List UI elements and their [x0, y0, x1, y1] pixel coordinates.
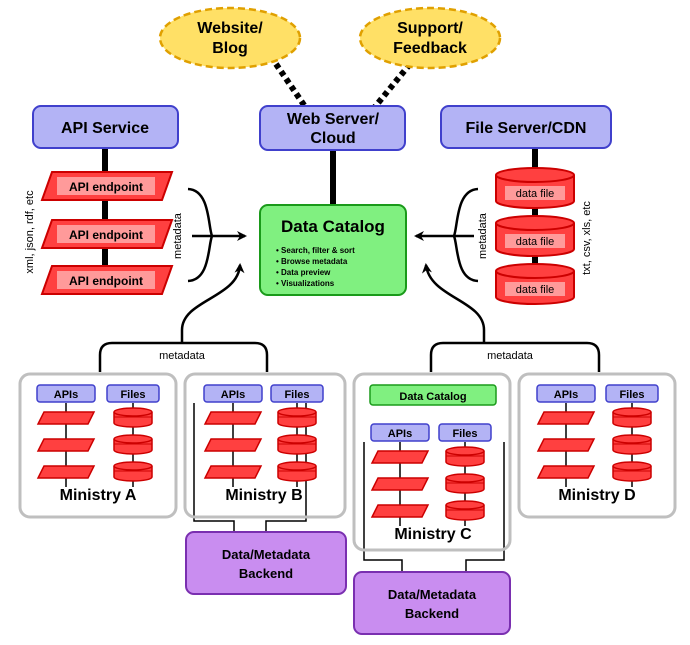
catalog-bullet-4: • Visualizations — [276, 279, 335, 288]
catalog-bullet-3: • Data preview — [276, 268, 331, 277]
mini-data-file — [277, 461, 317, 482]
api-formats-label: xml, json, rdf, etc — [24, 190, 36, 274]
data-file-label: data file — [516, 188, 555, 200]
mini-api-endpoint — [536, 465, 596, 479]
mini-data-file — [612, 461, 652, 482]
mini-data-file — [612, 434, 652, 455]
web-server-box: Web Server/ Cloud — [259, 105, 406, 151]
data-file-1: data file — [495, 167, 575, 209]
mini-api-endpoint — [203, 438, 263, 452]
ministry-a-apis-header-label: APIs — [54, 389, 78, 401]
ministry-d-name: Ministry D — [558, 487, 635, 504]
ministry-b-apis-header: APIs — [203, 384, 263, 403]
support-feedback-node: Support/ Feedback — [358, 6, 502, 70]
mini-data-file — [445, 500, 485, 521]
data-file-label: data file — [516, 236, 555, 248]
ministry-c-catalog-box: Data Catalog — [369, 384, 497, 406]
api-service-box: API Service — [32, 105, 179, 149]
api-service-label: API Service — [61, 120, 149, 137]
api-endpoint-3: API endpoint — [40, 265, 174, 295]
mini-data-file — [277, 407, 317, 428]
data-file-2: data file — [495, 215, 575, 257]
bottom-left-metadata-label: metadata — [159, 350, 206, 362]
api-endpoint-label: API endpoint — [69, 180, 143, 194]
website-label-line1: Website/ — [197, 20, 263, 37]
api-endpoint-2: API endpoint — [40, 219, 174, 249]
support-label-line1: Support/ — [397, 20, 463, 37]
catalog-bullet-1: • Search, filter & sort — [276, 246, 355, 255]
ministry-b-name: Ministry B — [225, 487, 302, 504]
ministry-c-apis-header-label: APIs — [388, 428, 412, 440]
backend-b-line2: Backend — [239, 566, 293, 581]
api-endpoint-label: API endpoint — [69, 228, 143, 242]
ministry-b-apis-header-label: APIs — [221, 389, 245, 401]
web-server-label-line2: Cloud — [310, 130, 355, 147]
mini-data-file — [113, 461, 153, 482]
right-metadata-label: metadata — [477, 212, 489, 259]
data-catalog-title: Data Catalog — [281, 217, 385, 236]
ministry-d-files-header-label: Files — [619, 389, 644, 401]
mini-api-endpoint — [370, 477, 430, 491]
catalog-bullet-2: • Browse metadata — [276, 257, 348, 266]
web-server-label-line1: Web Server/ — [287, 111, 380, 128]
backend-box-c: Data/Metadata Backend — [353, 571, 511, 635]
mini-data-file — [612, 407, 652, 428]
ministry-c-files-header: Files — [438, 423, 492, 442]
support-link — [371, 62, 413, 110]
mini-data-file — [113, 407, 153, 428]
mini-data-file — [277, 434, 317, 455]
api-endpoint-label: API endpoint — [69, 274, 143, 288]
ministry-d-apis-header-label: APIs — [554, 389, 578, 401]
backend-box-b: Data/Metadata Backend — [185, 531, 347, 595]
backend-b-line1: Data/Metadata — [222, 547, 311, 562]
mini-api-endpoint — [536, 411, 596, 425]
website-link — [273, 62, 309, 110]
ministry-c-files-header-label: Files — [452, 428, 477, 440]
data-file-label: data file — [516, 284, 555, 296]
website-label-line2: Blog — [212, 40, 248, 57]
ministry-d-files-header: Files — [605, 384, 659, 403]
support-label-line2: Feedback — [393, 40, 467, 57]
mini-api-endpoint — [36, 438, 96, 452]
mini-data-file — [445, 473, 485, 494]
data-catalog-box: Data Catalog • Search, filter & sort • B… — [259, 204, 407, 296]
ministry-a-files-header: Files — [106, 384, 160, 403]
mini-api-endpoint — [370, 450, 430, 464]
mini-api-endpoint — [36, 411, 96, 425]
api-endpoint-1: API endpoint — [40, 171, 174, 201]
ministry-b-files-header: Files — [270, 384, 324, 403]
data-file-3: data file — [495, 263, 575, 305]
file-server-box: File Server/CDN — [440, 105, 612, 149]
mini-api-endpoint — [203, 411, 263, 425]
ministry-d-frame — [517, 372, 677, 519]
ministry-c-name: Ministry C — [394, 526, 472, 543]
ministry-c-catalog-label: Data Catalog — [399, 391, 466, 403]
ministry-c-frame — [352, 372, 512, 552]
left-metadata-label: metadata — [172, 212, 184, 259]
mini-api-endpoint — [536, 438, 596, 452]
bottom-right-metadata-label: metadata — [487, 350, 534, 362]
mini-api-endpoint — [370, 504, 430, 518]
backend-c-line1: Data/Metadata — [388, 587, 477, 602]
ministry-b-files-header-label: Files — [284, 389, 309, 401]
file-formats-label: txt, csv, xls, etc — [581, 201, 593, 275]
ministry-b-frame — [183, 372, 347, 519]
ministry-d-apis-header: APIs — [536, 384, 596, 403]
mini-data-file — [113, 434, 153, 455]
ministry-a-name: Ministry A — [60, 487, 137, 504]
mini-api-endpoint — [36, 465, 96, 479]
website-blog-node: Website/ Blog — [158, 6, 302, 70]
ministry-a-frame — [18, 372, 178, 519]
backend-c-line2: Backend — [405, 606, 459, 621]
ministry-c-apis-header: APIs — [370, 423, 430, 442]
mini-api-endpoint — [203, 465, 263, 479]
ministry-a-files-header-label: Files — [120, 389, 145, 401]
mini-data-file — [445, 446, 485, 467]
file-server-label: File Server/CDN — [466, 120, 587, 137]
ministry-a-apis-header: APIs — [36, 384, 96, 403]
